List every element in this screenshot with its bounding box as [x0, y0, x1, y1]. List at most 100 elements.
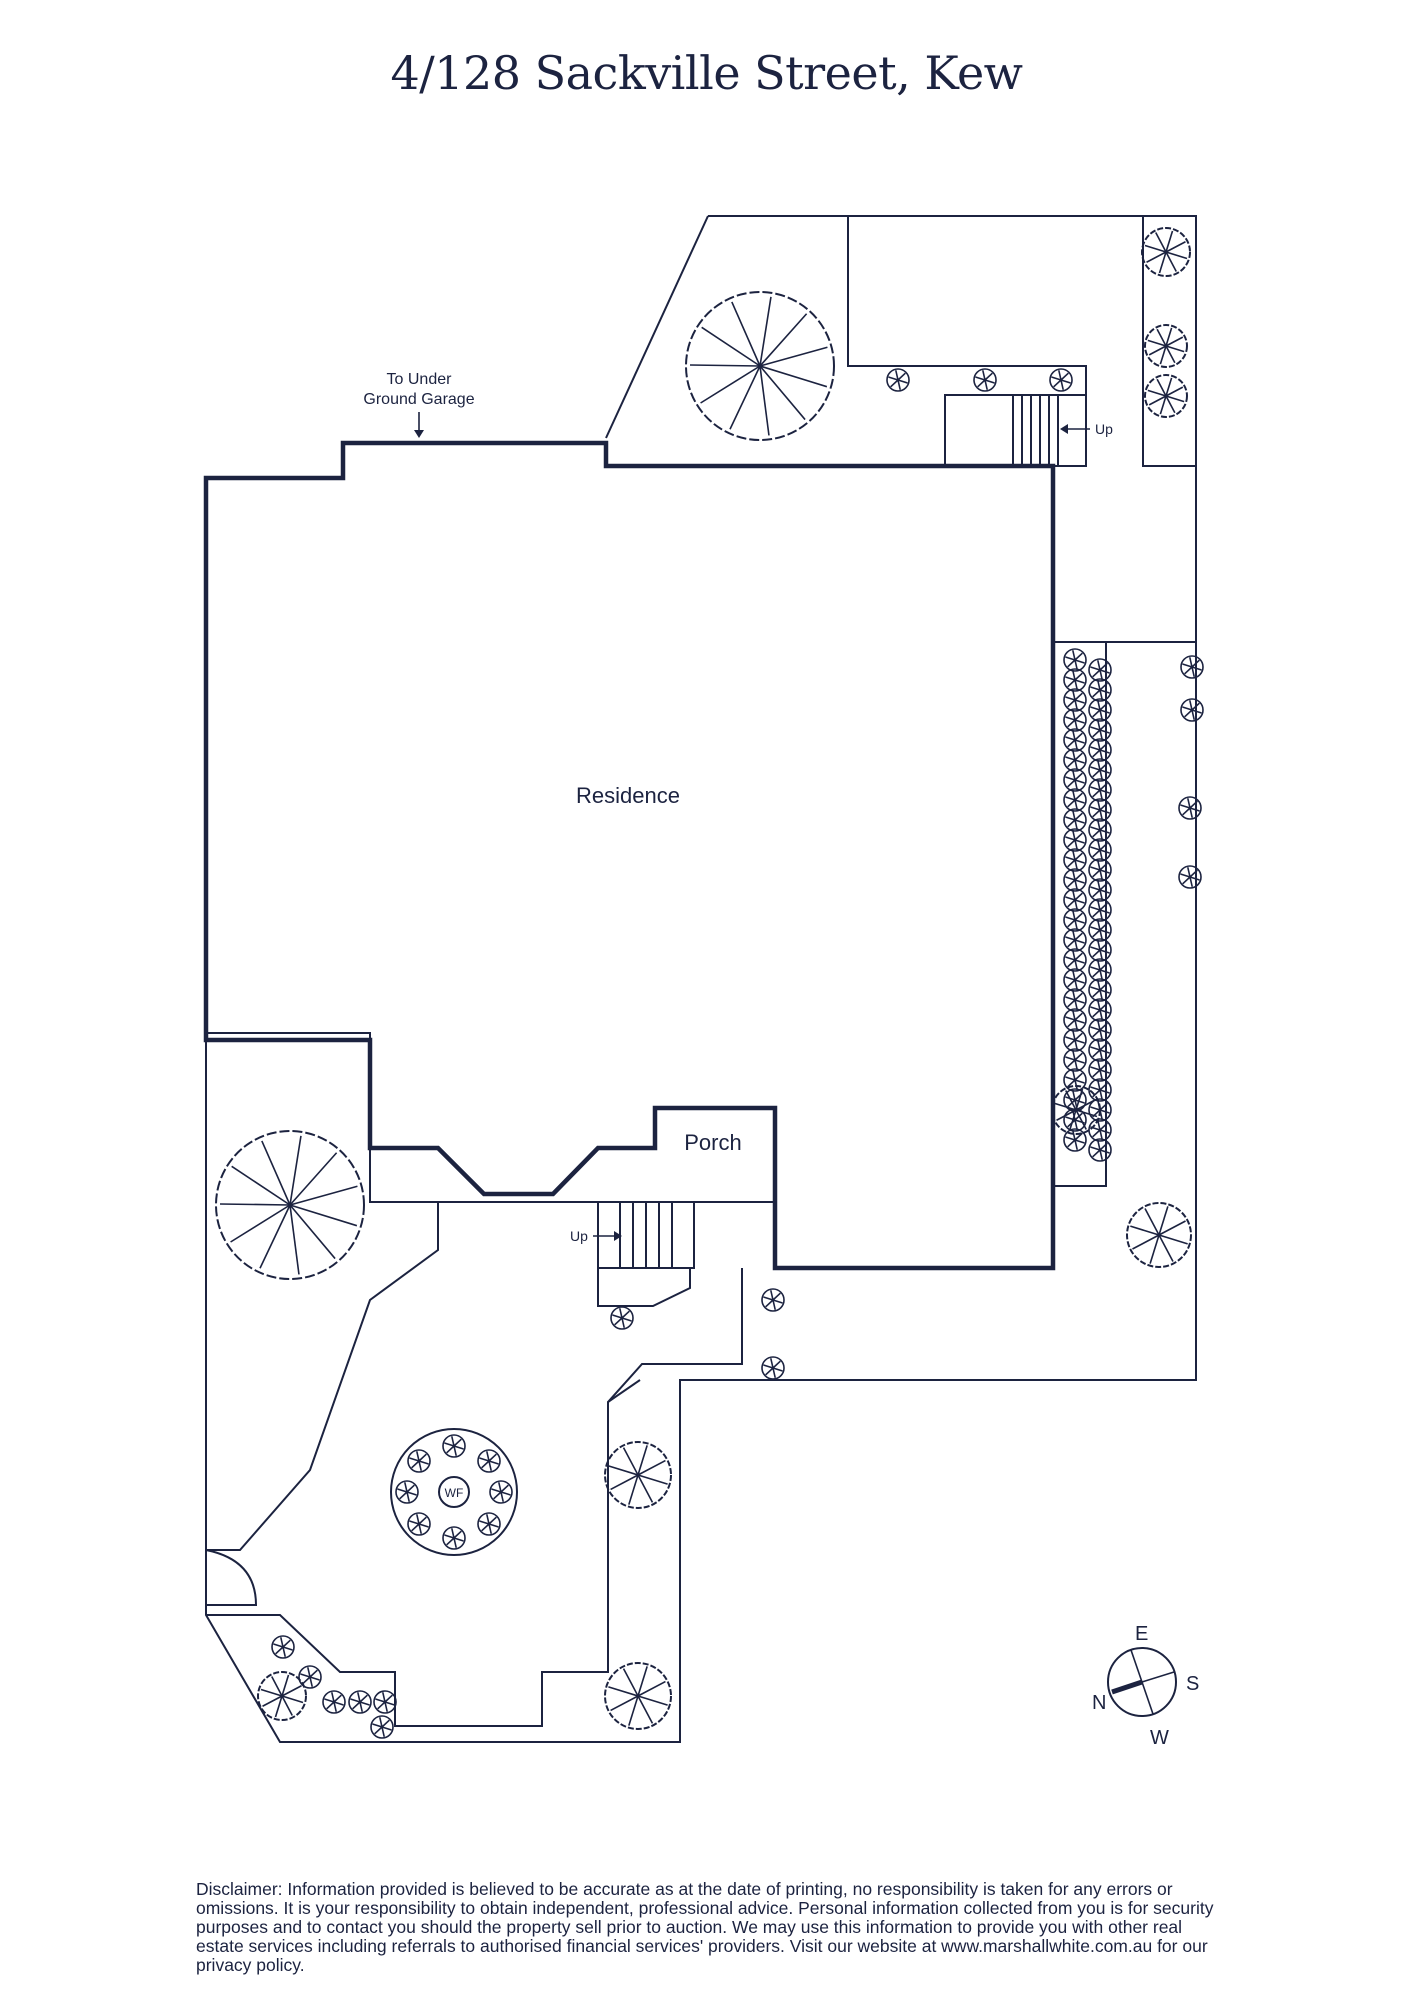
shrub-icon — [1049, 368, 1073, 392]
page-title: 4/128 Sackville Street, Kew — [390, 46, 1023, 100]
compass-icon — [1107, 1647, 1177, 1717]
shrub-icon — [1088, 1078, 1112, 1102]
up-label-top: Up — [1095, 421, 1113, 437]
shrub-icon — [442, 1434, 466, 1458]
shrub-icon — [1088, 918, 1112, 942]
shrub-icon — [610, 1306, 634, 1330]
shrub-icon — [1063, 788, 1087, 812]
shrub-icon — [1063, 768, 1087, 792]
compass-west: W — [1150, 1727, 1169, 1749]
shrub-icon — [1063, 968, 1087, 992]
shrub-icon — [1180, 698, 1204, 722]
up-label-bottom: Up — [570, 1228, 588, 1244]
porch-label: Porch — [684, 1130, 741, 1155]
shrub-icon — [973, 368, 997, 392]
residence-outline — [203, 440, 1056, 1271]
shrub-icon — [1088, 938, 1112, 962]
shrub-icon — [1063, 808, 1087, 832]
top-garden-inner — [847, 216, 1087, 395]
shrub-icon — [1088, 1138, 1112, 1162]
garage-label-line2: Ground Garage — [363, 391, 474, 408]
shrub-icon — [1088, 1058, 1112, 1082]
porch-floor — [369, 1148, 775, 1203]
shrub-icon — [1063, 668, 1087, 692]
shrub-icon — [348, 1690, 372, 1714]
up-arrow-icon — [1060, 424, 1090, 434]
shrub-icon — [1063, 908, 1087, 932]
shrub-icon — [1088, 738, 1112, 762]
right-bed-top — [1142, 216, 1196, 467]
shrub-icon — [1088, 818, 1112, 842]
water-feature-label: WF — [445, 1486, 464, 1500]
shrub-icon — [1063, 688, 1087, 712]
shrub-icon — [1063, 848, 1087, 872]
shrub-icon — [1063, 1028, 1087, 1052]
shrub-icon — [1088, 998, 1112, 1022]
bottom-stair-treads — [619, 1202, 673, 1268]
up-arrow-icon — [593, 1231, 622, 1241]
shrub-icon — [1063, 868, 1087, 892]
shrub-icon — [1088, 858, 1112, 882]
top-stair-treads — [1012, 395, 1059, 466]
shrub-icon — [1063, 888, 1087, 912]
right-planter-inner — [1053, 642, 1107, 1187]
driveway-edge — [607, 1268, 743, 1403]
shrub-icon — [1178, 796, 1202, 820]
shrub-icon — [761, 1288, 785, 1312]
compass-north: N — [1092, 1692, 1106, 1714]
shrub-icon — [407, 1449, 431, 1473]
stair-planter — [597, 1268, 691, 1307]
shrub-icon — [1063, 988, 1087, 1012]
shrub-icon — [1088, 1118, 1112, 1142]
shrub-icon — [442, 1526, 466, 1550]
shrub-icon — [1063, 928, 1087, 952]
shrub-icon — [1063, 1108, 1087, 1132]
shrub-icon — [1088, 878, 1112, 902]
shrub-icon — [886, 368, 910, 392]
shrub-icon — [477, 1512, 501, 1536]
shrub-icon — [1088, 978, 1112, 1002]
compass-south: S — [1186, 1673, 1199, 1695]
shrub-icon — [1063, 828, 1087, 852]
shrub-icon — [1088, 718, 1112, 742]
shrub-icon — [1088, 758, 1112, 782]
shrub-icon — [395, 1480, 419, 1504]
gate-arc — [205, 1549, 258, 1606]
water-feature — [438, 1476, 470, 1508]
shrub-icon — [1088, 678, 1112, 702]
shrub-icon — [1063, 728, 1087, 752]
shrub-icon — [1088, 698, 1112, 722]
shrub-icon — [1063, 1088, 1087, 1112]
water-feature-ring — [390, 1428, 518, 1556]
shrub-icon — [1088, 1018, 1112, 1042]
shrub-icon — [1088, 958, 1112, 982]
shrub-icon — [761, 1356, 785, 1380]
top-garden-bed — [605, 215, 709, 439]
shrub-icon — [322, 1690, 346, 1714]
shrub-icon — [407, 1512, 431, 1536]
shrub-icon — [1088, 778, 1112, 802]
tree-icon — [215, 291, 835, 1280]
shrub-icon — [1180, 655, 1204, 679]
shrub-icon — [370, 1715, 394, 1739]
compass-east: E — [1135, 1623, 1148, 1645]
left-garden-curve — [206, 1202, 439, 1551]
shrub-icon — [298, 1665, 322, 1689]
shrub-icon — [1063, 1048, 1087, 1072]
shrub-icon — [373, 1690, 397, 1714]
shrub-icon — [1063, 1128, 1087, 1152]
shrub-icon — [1088, 1098, 1112, 1122]
shrub-icon — [1063, 708, 1087, 732]
shrub-icon — [1063, 1068, 1087, 1092]
shrub-icon — [1063, 748, 1087, 772]
garage-arrow-icon — [414, 412, 424, 438]
shrub-icon — [271, 1635, 295, 1659]
disclaimer: Disclaimer: Information provided is beli… — [196, 1879, 1214, 1975]
residence-label: Residence — [576, 783, 680, 808]
shrub-icon — [1088, 1038, 1112, 1062]
shrub-icon — [489, 1480, 513, 1504]
shrub-icon — [1063, 1008, 1087, 1032]
site-boundary — [205, 215, 1197, 1743]
shrub-icon — [1088, 798, 1112, 822]
